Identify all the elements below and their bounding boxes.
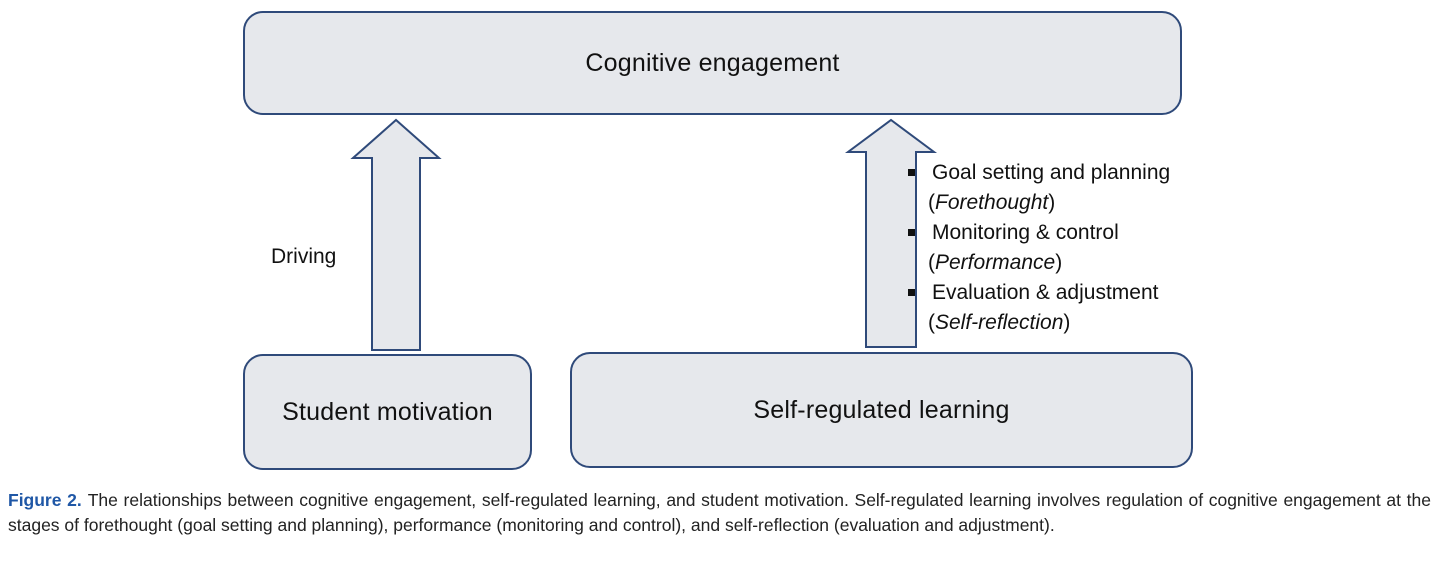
caption-text: The relationships between cognitive enga… bbox=[8, 490, 1431, 535]
stage-phase: (Performance) bbox=[928, 251, 1063, 274]
cognitive-engagement-box: Cognitive engagement bbox=[243, 11, 1182, 115]
figure-caption: Figure 2.The relationships between cogni… bbox=[8, 488, 1431, 538]
student-motivation-label: Student motivation bbox=[282, 397, 493, 426]
stage-label: Goal setting and planning bbox=[932, 161, 1171, 184]
self-regulated-learning-box: Self-regulated learning bbox=[570, 352, 1193, 468]
list-item: Goal setting and planning bbox=[904, 158, 1170, 188]
bullet-square-icon bbox=[908, 169, 915, 176]
student-motivation-box: Student motivation bbox=[243, 354, 532, 470]
stage-label: Monitoring & control bbox=[932, 221, 1119, 244]
regulation-stage-list: Goal setting and planning (Forethought) … bbox=[904, 158, 1170, 338]
phase-name: Self-reflection bbox=[935, 311, 1064, 334]
stage-phase: (Self-reflection) bbox=[928, 311, 1071, 334]
cognitive-engagement-label: Cognitive engagement bbox=[585, 48, 840, 77]
self-regulated-learning-label: Self-regulated learning bbox=[753, 395, 1010, 424]
driving-label: Driving bbox=[271, 245, 337, 268]
driving-arrow bbox=[350, 118, 442, 351]
bullet-square-icon bbox=[908, 289, 915, 296]
list-item: Monitoring & control bbox=[904, 218, 1170, 248]
stage-phase: (Forethought) bbox=[928, 191, 1056, 214]
figure-label: Figure 2. bbox=[8, 490, 82, 510]
phase-name: Performance bbox=[935, 251, 1056, 274]
list-item: Evaluation & adjustment bbox=[904, 278, 1170, 308]
bullet-square-icon bbox=[908, 229, 915, 236]
phase-name: Forethought bbox=[935, 191, 1049, 214]
stage-label: Evaluation & adjustment bbox=[932, 281, 1159, 304]
